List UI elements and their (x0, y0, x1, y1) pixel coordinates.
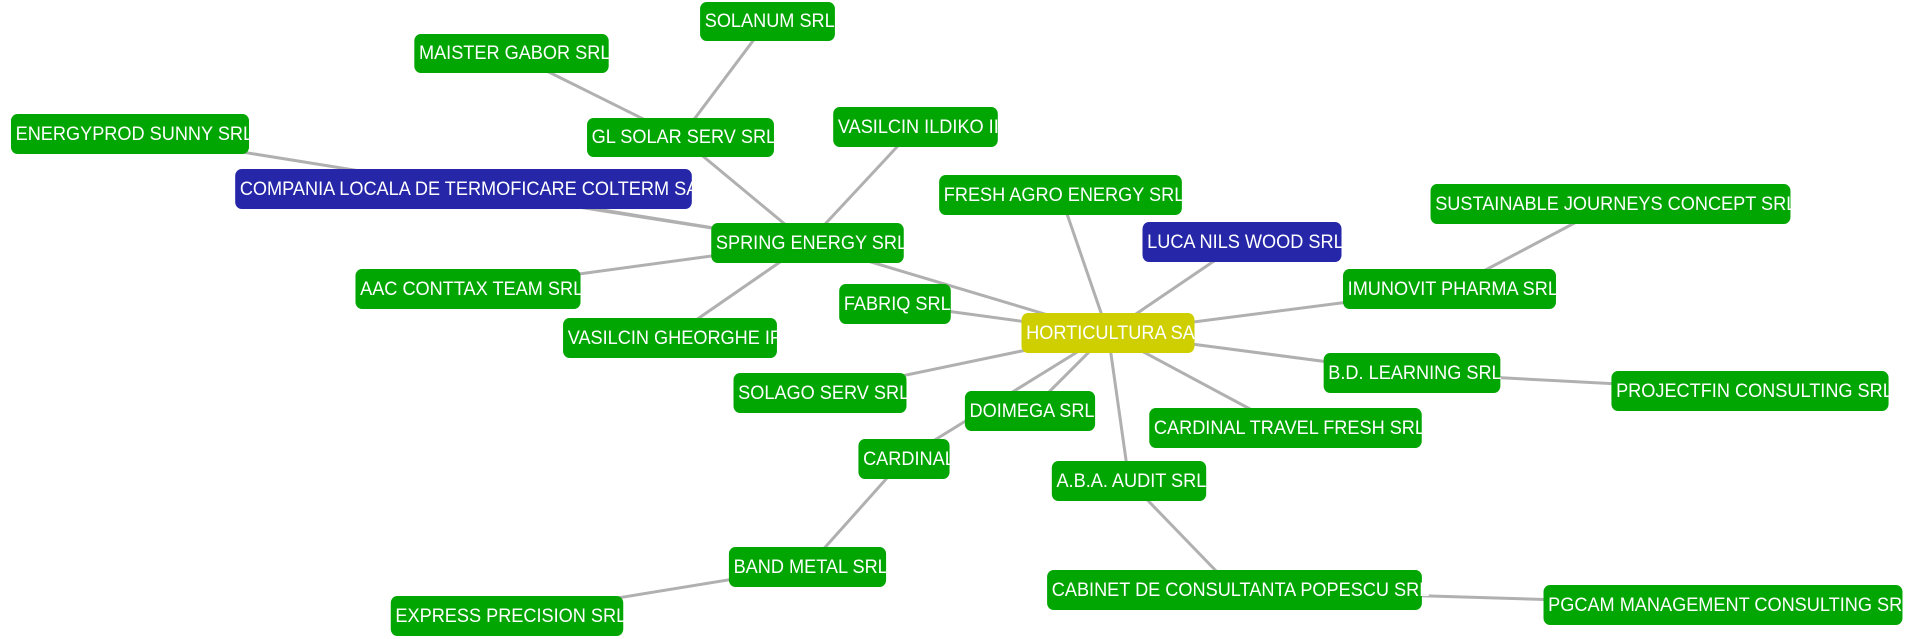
node-gheorghe[interactable]: VASILCIN GHEORGHE IF (563, 318, 781, 358)
node-sustainable[interactable]: SUSTAINABLE JOURNEYS CONCEPT SRL (1430, 184, 1796, 224)
node-horticultura[interactable]: HORTICULTURA SA (1021, 313, 1195, 353)
edge-aba-horticultura (1106, 332, 1131, 482)
node-cardinal[interactable]: CARDINAL SA (858, 439, 983, 479)
node-maister[interactable]: MAISTER GABOR SRL (414, 34, 610, 73)
node-solanum[interactable]: SOLANUM SRL (700, 2, 835, 41)
node-solago[interactable]: SOLAGO SERV SRL (733, 373, 909, 413)
node-pgcam[interactable]: PGCAM MANAGEMENT CONSULTING SRL (1543, 585, 1912, 625)
node-cabinet[interactable]: CABINET DE CONSULTANTA POPESCU SRL (1047, 570, 1429, 610)
node-energyprod[interactable]: ENERGYPROD SUNNY SRL (10, 114, 253, 154)
node-aac[interactable]: AAC CONTTAX TEAM SRL (355, 269, 583, 309)
node-ildiko[interactable]: VASILCIN ILDIKO II (833, 107, 999, 147)
node-freshagro[interactable]: FRESH AGRO ENERGY SRL (939, 175, 1184, 215)
edge-freshagro-horticultura (1059, 194, 1110, 334)
node-express[interactable]: EXPRESS PRECISION SRL (390, 596, 626, 636)
node-projectfin[interactable]: PROJECTFIN CONSULTING SRL (1611, 371, 1893, 411)
node-bandmetal[interactable]: BAND METAL SRL (728, 547, 888, 587)
node-cardtravel[interactable]: CARDINAL TRAVEL FRESH SRL (1149, 408, 1425, 448)
node-imunovit[interactable]: IMUNOVIT PHARMA SRL (1343, 269, 1558, 309)
node-glsolar[interactable]: GL SOLAR SERV SRL (587, 118, 776, 157)
node-fabriq[interactable]: FABRIQ SRL (839, 284, 951, 324)
node-lucanils[interactable]: LUCA NILS WOOD SRL (1142, 222, 1344, 262)
node-colterm[interactable]: COMPANIA LOCALA DE TERMOFICARE COLTERM S… (235, 169, 698, 209)
node-bdlearning[interactable]: B.D. LEARNING SRL (1323, 353, 1502, 393)
node-doimega[interactable]: DOIMEGA SRL (964, 391, 1096, 431)
node-aba[interactable]: A.B.A. AUDIT SRL (1051, 461, 1206, 501)
node-spring[interactable]: SPRING ENERGY SRL (711, 223, 907, 263)
